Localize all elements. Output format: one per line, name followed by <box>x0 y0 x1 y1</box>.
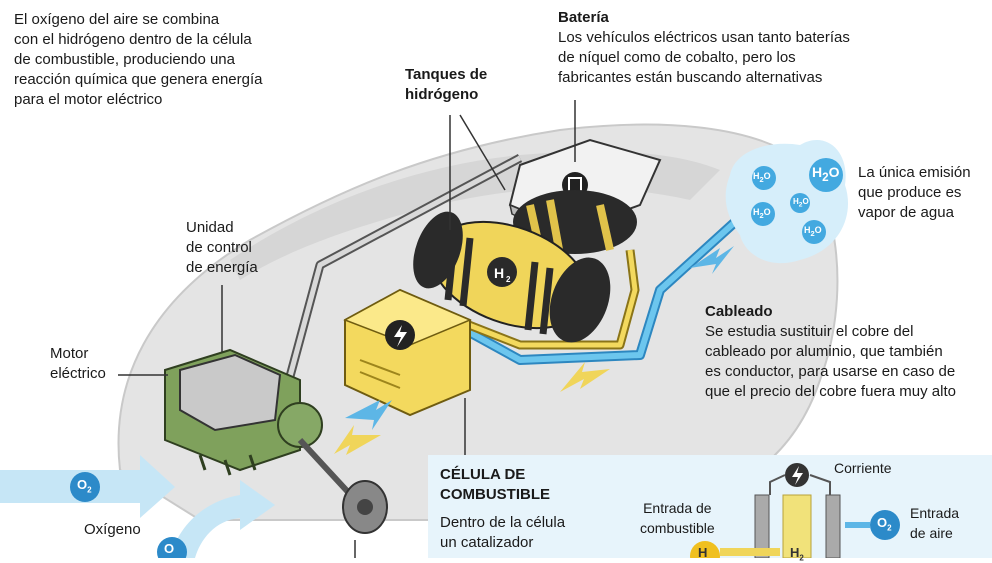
membrane-h2-symbol: H2 <box>790 545 804 563</box>
arrow-blue-2 <box>345 400 392 430</box>
h2o-label-4: H2O <box>793 197 809 209</box>
o2-symbol-1: O2 <box>77 477 92 495</box>
tank-h2-sub: 2 <box>506 275 511 284</box>
hydrogen-tank <box>413 211 611 343</box>
current-label: Corriente <box>834 460 892 476</box>
inset-panel <box>428 455 992 558</box>
oxygen-label: Oxígeno <box>84 521 141 538</box>
h2o-molecule-1 <box>752 166 776 190</box>
fuel-cell <box>343 288 472 417</box>
o2-symbol-2: O <box>164 541 175 556</box>
membrane <box>782 494 812 558</box>
h2o-molecule-4 <box>751 202 775 226</box>
tank-h2-label: H <box>494 265 504 281</box>
arrow-yellow-2 <box>334 425 381 455</box>
h2o-molecule-2 <box>809 158 843 192</box>
electrode-left <box>754 494 770 558</box>
electrode-right <box>825 494 841 558</box>
h2o-label-1: H2O <box>753 171 771 184</box>
wiring-callout: Cableado Se estudia sustituir el cobre d… <box>705 303 956 400</box>
tanks-pointer <box>449 114 506 230</box>
h2o-label-5: H2O <box>804 225 822 238</box>
inset-h2-symbol: H <box>698 545 708 560</box>
h2o-label-2: H2O <box>812 164 840 184</box>
h2o-molecule-5 <box>802 220 826 244</box>
battery-callout: Batería Los vehículos eléctricos usan ta… <box>558 9 850 86</box>
inset-o2-bubble <box>870 510 900 540</box>
arrow-blue-1 <box>690 246 734 274</box>
battery-title: Batería <box>558 9 609 26</box>
inset-h2-bubble <box>690 541 720 558</box>
o2-bubble-2 <box>157 537 187 558</box>
o2-bubble-1 <box>70 472 100 502</box>
h2o-molecule-3 <box>790 193 810 213</box>
arrow-yellow-1 <box>560 362 610 392</box>
h2o-label-3: H2O <box>753 207 771 220</box>
battery <box>508 138 662 256</box>
electric-motor <box>164 348 323 476</box>
inset-o2-symbol: O2 <box>877 515 892 533</box>
oxygen-arrow-2 <box>170 480 275 558</box>
